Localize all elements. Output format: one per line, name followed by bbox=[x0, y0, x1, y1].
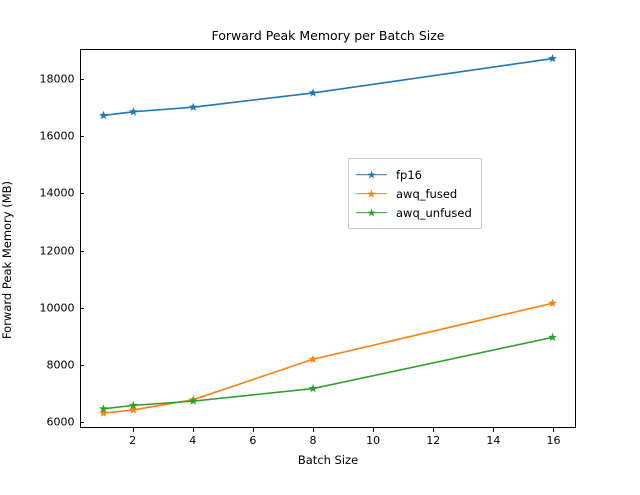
data-point-marker bbox=[548, 298, 557, 307]
data-point-marker bbox=[99, 110, 108, 120]
legend-item-awq_unfused[interactable]: ★ awq_unfused bbox=[356, 203, 472, 222]
legend-star-icon: ★ bbox=[366, 187, 377, 200]
x-tick-label: 4 bbox=[189, 433, 197, 447]
legend-line bbox=[356, 173, 387, 176]
plot-area bbox=[80, 49, 576, 428]
x-tick-label: 14 bbox=[486, 433, 501, 447]
x-tick-mark bbox=[493, 428, 495, 432]
series-awq_unfused bbox=[99, 332, 557, 413]
y-tick-label: 10000 bbox=[39, 301, 75, 315]
series-line bbox=[103, 336, 553, 410]
series-canvas bbox=[99, 53, 557, 417]
data-point-marker bbox=[548, 53, 557, 63]
legend-label: fp16 bbox=[396, 167, 422, 182]
x-tick-mark bbox=[132, 428, 134, 432]
y-tick-mark bbox=[80, 307, 84, 309]
y-tick-container: 6000 8000 10000 12000 14000 16000 18000 bbox=[0, 49, 84, 429]
y-tick-mark bbox=[80, 250, 84, 252]
legend-swatch-icon: ★ bbox=[356, 207, 387, 219]
y-tick-mark bbox=[80, 79, 84, 80]
legend-swatch-icon: ★ bbox=[356, 188, 387, 200]
x-tick-label: 12 bbox=[426, 433, 441, 447]
data-point-marker bbox=[129, 400, 138, 410]
x-tick-label: 8 bbox=[309, 433, 317, 447]
series-line bbox=[103, 302, 553, 414]
x-tick-mark bbox=[192, 428, 194, 432]
legend-item-awq_fused[interactable]: ★ awq_fused bbox=[356, 184, 472, 203]
legend-swatch-icon: ★ bbox=[356, 169, 387, 181]
legend-label: awq_fused bbox=[396, 186, 458, 201]
chart-title: Forward Peak Memory per Batch Size bbox=[211, 28, 445, 43]
legend-star-icon: ★ bbox=[366, 168, 377, 181]
y-tick-label: 18000 bbox=[39, 72, 75, 86]
y-tick-label: 8000 bbox=[46, 358, 75, 372]
x-tick-label: 2 bbox=[129, 433, 137, 447]
x-tick-mark bbox=[373, 428, 374, 432]
y-tick-mark bbox=[80, 365, 84, 366]
data-point-marker bbox=[99, 408, 108, 417]
data-point-marker bbox=[188, 102, 198, 111]
y-tick-mark bbox=[80, 136, 84, 138]
chart-figure: Forward Peak Memory per Batch Size Forwa… bbox=[0, 28, 576, 467]
x-axis-label: Batch Size bbox=[297, 453, 359, 467]
x-tick-container: 2 4 6 8 10 12 14 16 bbox=[80, 49, 576, 447]
data-point-marker bbox=[308, 88, 318, 97]
y-tick-mark bbox=[80, 422, 84, 424]
y-tick-label: 14000 bbox=[39, 186, 75, 200]
legend-label: awq_unfused bbox=[396, 205, 472, 220]
x-tick-label: 16 bbox=[546, 433, 561, 447]
series-awq_fused bbox=[99, 298, 557, 417]
y-tick-label: 12000 bbox=[39, 244, 75, 258]
y-tick-mark bbox=[80, 193, 84, 195]
chart-legend: ★ fp16 ★ awq_fused ★ awq_unfused bbox=[348, 158, 482, 229]
series-fp16 bbox=[99, 53, 557, 120]
data-point-marker bbox=[308, 384, 318, 393]
legend-item-fp16[interactable]: ★ fp16 bbox=[356, 165, 472, 184]
data-point-marker bbox=[129, 107, 138, 116]
data-point-marker bbox=[308, 354, 318, 363]
y-tick-label: 16000 bbox=[39, 129, 75, 143]
x-tick-mark bbox=[252, 428, 254, 432]
legend-line bbox=[356, 192, 387, 195]
x-tick-mark bbox=[553, 428, 555, 432]
data-point-marker bbox=[548, 332, 557, 342]
x-tick-label: 6 bbox=[249, 433, 257, 447]
legend-line bbox=[356, 211, 387, 214]
legend-star-icon: ★ bbox=[366, 206, 377, 219]
data-point-marker bbox=[99, 404, 108, 413]
x-axis: 2 4 6 8 10 12 14 16 Batch Size bbox=[80, 49, 576, 467]
data-point-marker bbox=[188, 396, 198, 405]
x-tick-mark bbox=[433, 428, 435, 432]
x-tick-mark bbox=[312, 428, 314, 432]
y-tick-label: 6000 bbox=[46, 415, 75, 429]
data-point-marker bbox=[129, 405, 138, 414]
x-tick-label: 10 bbox=[366, 433, 381, 447]
